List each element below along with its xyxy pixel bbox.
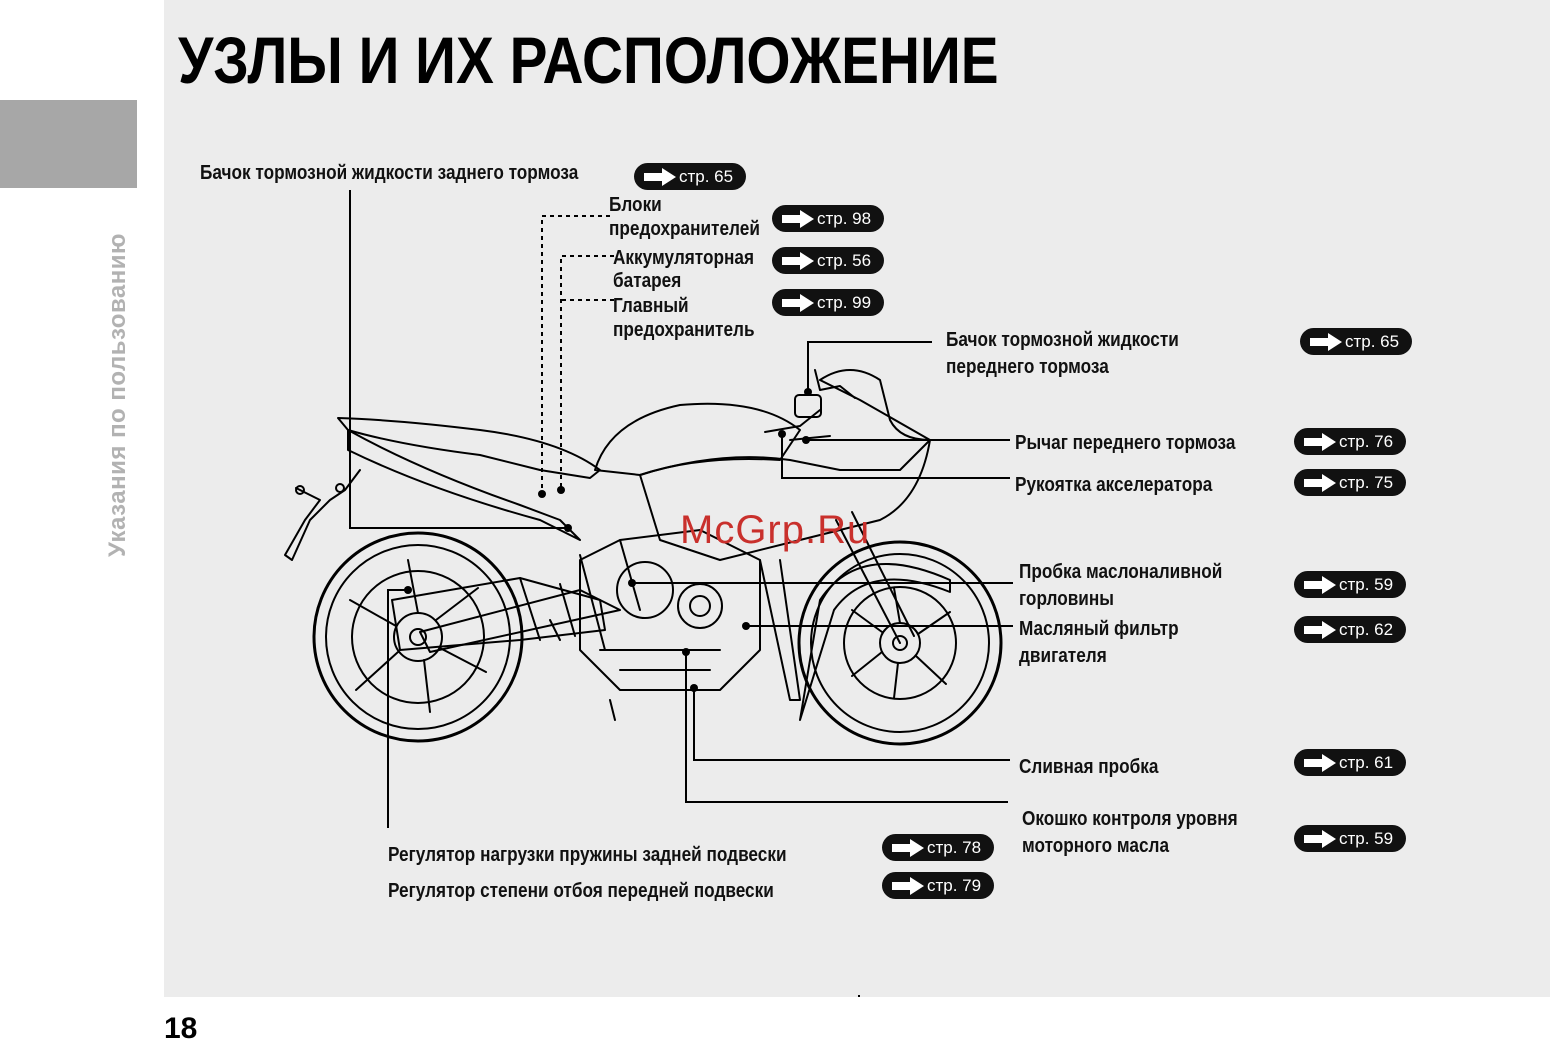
label-oil-filter-line1: Масляный фильтр bbox=[1019, 618, 1179, 640]
label-battery-line2: батарея bbox=[613, 270, 682, 292]
label-fuse-boxes-line1: Блоки bbox=[609, 194, 662, 216]
watermark: McGrp.Ru bbox=[680, 508, 871, 552]
rear-wheel bbox=[312, 531, 524, 743]
ref-battery[interactable]: стр. 56 bbox=[772, 247, 884, 274]
motorcycle-drawing bbox=[284, 369, 1003, 746]
label-drain-bolt: Сливная пробка bbox=[1019, 756, 1159, 778]
arrow-right-icon bbox=[1304, 432, 1336, 451]
label-oil-filler-cap-line1: Пробка маслоналивной bbox=[1019, 561, 1223, 583]
label-front-rebound-damping: Регулятор степени отбоя передней подвеск… bbox=[388, 880, 774, 902]
fuel-tank bbox=[594, 402, 801, 476]
ref-oil-filler-cap[interactable]: стр. 59 bbox=[1294, 571, 1406, 598]
page-title: УЗЛЫ И ИХ РАСПОЛОЖЕНИЕ bbox=[178, 23, 999, 97]
seat bbox=[337, 417, 601, 479]
label-fuse-boxes-line2: предохранителей bbox=[609, 218, 760, 240]
ref-fuse-boxes[interactable]: стр. 98 bbox=[772, 205, 884, 232]
label-main-fuse-line1: Главный bbox=[613, 295, 689, 317]
arrow-right-icon bbox=[1304, 620, 1336, 639]
arrow-right-icon bbox=[782, 293, 814, 312]
label-oil-level-window-line2: моторного масла bbox=[1022, 835, 1170, 857]
arrow-right-icon bbox=[892, 838, 924, 857]
arrow-right-icon bbox=[1304, 753, 1336, 772]
ref-front-brake-lever[interactable]: стр. 76 bbox=[1294, 428, 1406, 455]
print-dot bbox=[858, 995, 860, 997]
label-main-fuse-line2: предохранитель bbox=[613, 319, 755, 341]
label-throttle-grip: Рукоятка акселератора bbox=[1015, 474, 1213, 496]
handlebar bbox=[764, 409, 831, 441]
leader-lines bbox=[349, 190, 1013, 828]
arrow-right-icon bbox=[1310, 332, 1342, 351]
arrow-right-icon bbox=[782, 251, 814, 270]
tail-section bbox=[347, 429, 581, 541]
front-wheel bbox=[797, 540, 1003, 746]
label-front-brake-lever: Рычаг переднего тормоза bbox=[1015, 432, 1236, 454]
arrow-right-icon bbox=[1304, 575, 1336, 594]
ref-drain-bolt[interactable]: стр. 61 bbox=[1294, 749, 1406, 776]
arrow-right-icon bbox=[1304, 473, 1336, 492]
page-number: 18 bbox=[164, 1012, 198, 1045]
arrow-right-icon bbox=[782, 209, 814, 228]
label-battery-line1: Аккумуляторная bbox=[613, 247, 754, 269]
swingarm bbox=[419, 589, 621, 653]
label-oil-filter-line2: двигателя bbox=[1019, 645, 1107, 667]
ref-front-brake-reservoir[interactable]: стр. 65 bbox=[1300, 328, 1412, 355]
ref-rear-brake-reservoir[interactable]: стр. 65 bbox=[634, 163, 746, 190]
label-rear-spring-preload: Регулятор нагрузки пружины задней подвес… bbox=[388, 844, 787, 866]
side-fairing bbox=[639, 439, 931, 561]
section-tab bbox=[0, 100, 137, 188]
ref-main-fuse[interactable]: стр. 99 bbox=[772, 289, 884, 316]
ref-front-rebound-damping[interactable]: стр. 79 bbox=[882, 872, 994, 899]
license-bracket bbox=[284, 469, 361, 561]
label-front-brake-reservoir-line2: переднего тормоза bbox=[946, 356, 1109, 378]
ref-throttle-grip[interactable]: стр. 75 bbox=[1294, 469, 1406, 496]
ref-oil-level-window[interactable]: стр. 59 bbox=[1294, 825, 1406, 852]
ref-oil-filter[interactable]: стр. 62 bbox=[1294, 616, 1406, 643]
label-oil-filler-cap-line2: горловины bbox=[1019, 588, 1114, 610]
label-oil-level-window-line1: Окошко контроля уровня bbox=[1022, 808, 1238, 830]
ref-rear-spring-preload[interactable]: стр. 78 bbox=[882, 834, 994, 861]
arrow-right-icon bbox=[892, 876, 924, 895]
label-rear-brake-reservoir: Бачок тормозной жидкости заднего тормоза bbox=[200, 162, 579, 184]
engine bbox=[579, 529, 761, 691]
front-fork bbox=[835, 511, 915, 644]
windscreen bbox=[819, 369, 931, 441]
label-front-brake-reservoir-line1: Бачок тормозной жидкости bbox=[946, 329, 1179, 351]
arrow-right-icon bbox=[1304, 829, 1336, 848]
arrow-right-icon bbox=[644, 167, 676, 186]
frame bbox=[579, 539, 641, 651]
